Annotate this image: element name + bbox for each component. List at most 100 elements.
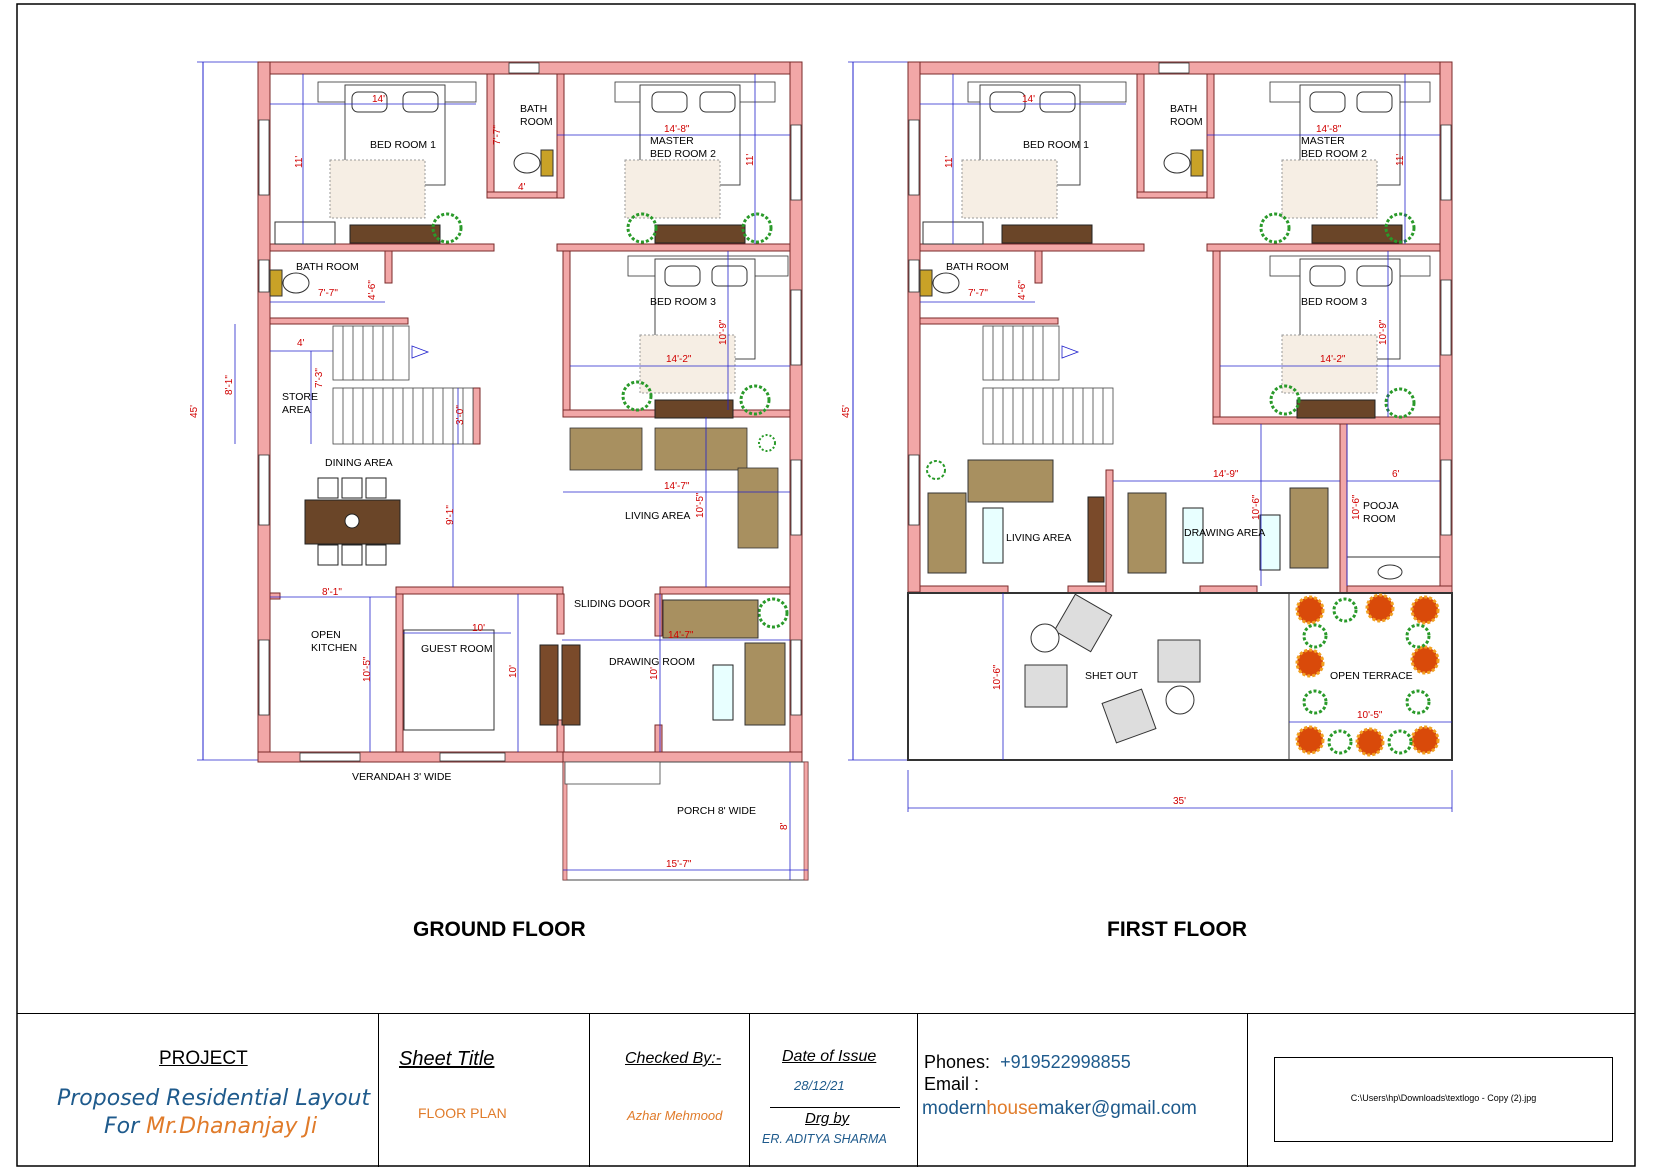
gf-dim-dining-h: 9'-1": [445, 505, 456, 525]
gf-dim-lines: [234, 74, 808, 880]
gf-room-store-a: STORE: [282, 391, 318, 403]
gf-room-master-b: BED ROOM 2: [650, 148, 716, 160]
contact-cell: Phones: +919522998855 Email : modernhous…: [918, 1014, 1248, 1167]
gf-dim-guest-h: 10': [508, 665, 519, 678]
gf-title: GROUND FLOOR: [413, 918, 586, 941]
sheet-title-label: Sheet Title: [399, 1048, 495, 1070]
gf-room-bed3: BED ROOM 3: [650, 296, 716, 308]
gf-dim-master-h: 11': [745, 154, 756, 166]
gf-dim-bed3-w: 14'-2": [666, 354, 692, 365]
email-part-1: modern: [922, 1098, 987, 1119]
gf-dim-guest-w: 10': [472, 623, 485, 634]
ff-dim-bed3-w: 14'-2": [1320, 354, 1346, 365]
logo-path-text: C:\Users\hp\Downloads\textlogo - Copy (2…: [1350, 1093, 1537, 1103]
ff-room-living: LIVING AREA: [1006, 532, 1071, 544]
gf-dim-bath1-w: 4': [518, 182, 526, 193]
gf-room-bath2: BATH ROOM: [296, 261, 359, 273]
gf-dim-porch-w: 15'-7": [666, 859, 692, 870]
checked-value: Azhar Mehmood: [627, 1108, 723, 1123]
logo-cell: C:\Users\hp\Downloads\textlogo - Copy (2…: [1248, 1014, 1635, 1167]
gf-dim-stair-h: 7'-3": [314, 368, 325, 388]
ff-dim-bath2-w: 7'-7": [968, 288, 988, 299]
gf-room-master-a: MASTER: [650, 135, 694, 147]
ff-room-shetout: SHET OUT: [1085, 670, 1138, 682]
gf-guest-bed: [403, 629, 495, 731]
title-block: PROJECT Proposed Residential Layout For …: [17, 1013, 1635, 1167]
gf-room-kitchen-b: KITCHEN: [311, 642, 357, 654]
date-cell: Date of Issue 28/12/21 Drg by ER. ADITYA…: [750, 1014, 918, 1167]
ff-dim-bed1-h: 11': [944, 156, 955, 168]
ff-room-pooja-b: ROOM: [1363, 513, 1396, 525]
date-label: Date of Issue: [782, 1048, 877, 1065]
project-line1: Proposed Residential Layout: [57, 1086, 371, 1111]
ff-room-bath1-a: BATH: [1170, 103, 1197, 115]
gf-room-bath1-a: BATH: [520, 103, 547, 115]
ff-dim-lines: [907, 74, 1453, 812]
gf-dim-kitchen-w: 8'-1": [322, 587, 342, 598]
gf-windows: [258, 62, 802, 762]
gf-room-living: LIVING AREA: [625, 510, 690, 522]
ff-room-bed1: BED ROOM 1: [1023, 139, 1089, 151]
gf-dim-kitchen-h: 10'-5": [362, 656, 373, 682]
project-client-name: Mr.Dhananjay Ji: [146, 1114, 318, 1139]
gf-room-store-b: AREA: [282, 404, 311, 416]
gf-dim-stair-gap: 3'-0": [455, 405, 466, 425]
phones-label: Phones:: [924, 1052, 991, 1072]
sheet-title-cell: Sheet Title FLOOR PLAN: [379, 1014, 590, 1167]
ff-room-master-a: MASTER: [1301, 135, 1345, 147]
drg-label: Drg by: [805, 1110, 850, 1127]
project-label: PROJECT: [159, 1048, 248, 1069]
gf-dim-bed1-w: 14': [372, 94, 385, 105]
gf-overall-dim: 45': [189, 405, 200, 418]
phones-value[interactable]: +919522998855: [1000, 1052, 1131, 1072]
gf-dim-bath2-h: 4'-6": [367, 280, 378, 300]
gf-room-dining: DINING AREA: [325, 457, 393, 469]
ff-dim-drawing-h: 10'-6": [1251, 494, 1262, 520]
gf-dim-porch-h: 8': [779, 822, 790, 830]
gf-coffee-table: [712, 664, 734, 721]
email-link[interactable]: modernhousemaker@gmail.com: [922, 1098, 1197, 1120]
sheet-title-value: FLOOR PLAN: [418, 1105, 507, 1121]
ff-staircase: [982, 325, 1114, 445]
gf-room-bed1: BED ROOM 1: [370, 139, 436, 151]
ff-dim-width: 35': [1173, 796, 1186, 807]
logo-placeholder-box: C:\Users\hp\Downloads\textlogo - Copy (2…: [1274, 1057, 1613, 1142]
ff-tables: [982, 507, 1281, 571]
ff-dim-bed3-h: 10'-9": [1378, 319, 1389, 345]
gf-dim-master-w: 14'-8": [664, 124, 690, 135]
gf-dim-living-w: 14'-7": [664, 481, 690, 492]
drg-name: ER. ADITYA SHARMA: [762, 1132, 887, 1146]
ff-bed-3: [1269, 255, 1431, 419]
gf-living-sofas: [569, 427, 779, 549]
ff-door-panel: [1087, 496, 1105, 583]
gf-dim-bath1-h: 7'-7": [492, 125, 503, 145]
gf-room-bath1-b: ROOM: [520, 116, 553, 128]
gf-porch: PORCH 8' WIDE: [677, 805, 756, 817]
ff-dim-drawing-w: 14'-9": [1213, 469, 1239, 480]
phones-row: Phones: +919522998855: [924, 1052, 1131, 1073]
ff-toilet-icons: [919, 149, 1204, 297]
sheet-border: [16, 3, 1636, 1167]
gf-dim-stair-w: 4': [297, 338, 305, 349]
gf-door-panels: [539, 644, 581, 726]
gf-dim-drawing-h: 10': [649, 667, 660, 680]
ff-plants: [926, 212, 1416, 480]
gf-toilet-icons: [269, 149, 554, 297]
ff-dim-master-h: 11': [1395, 154, 1406, 166]
gf-dim-store-h: 8'-1": [224, 375, 235, 395]
gf-dim-living-h: 10'-5": [695, 492, 706, 518]
ff-pooja-icon: [1377, 564, 1403, 580]
ff-terrace-plants: [1295, 593, 1440, 757]
date-divider: [770, 1107, 900, 1108]
ff-bed-1: [922, 81, 1127, 245]
ff-dim-pooja-h: 10'-6": [1351, 494, 1362, 520]
ff-living-furniture: [927, 459, 1329, 574]
gf-dim-drawing-w: 14'-7": [668, 630, 694, 641]
email-part-3: maker: [1038, 1098, 1091, 1119]
ff-room-terrace: OPEN TERRACE: [1330, 670, 1413, 682]
ff-room-bed3: BED ROOM 3: [1301, 296, 1367, 308]
ff-bed-master: [1269, 81, 1431, 244]
gf-dim-bed3-h: 10'-9": [718, 319, 729, 345]
email-part-2: house: [986, 1098, 1039, 1119]
